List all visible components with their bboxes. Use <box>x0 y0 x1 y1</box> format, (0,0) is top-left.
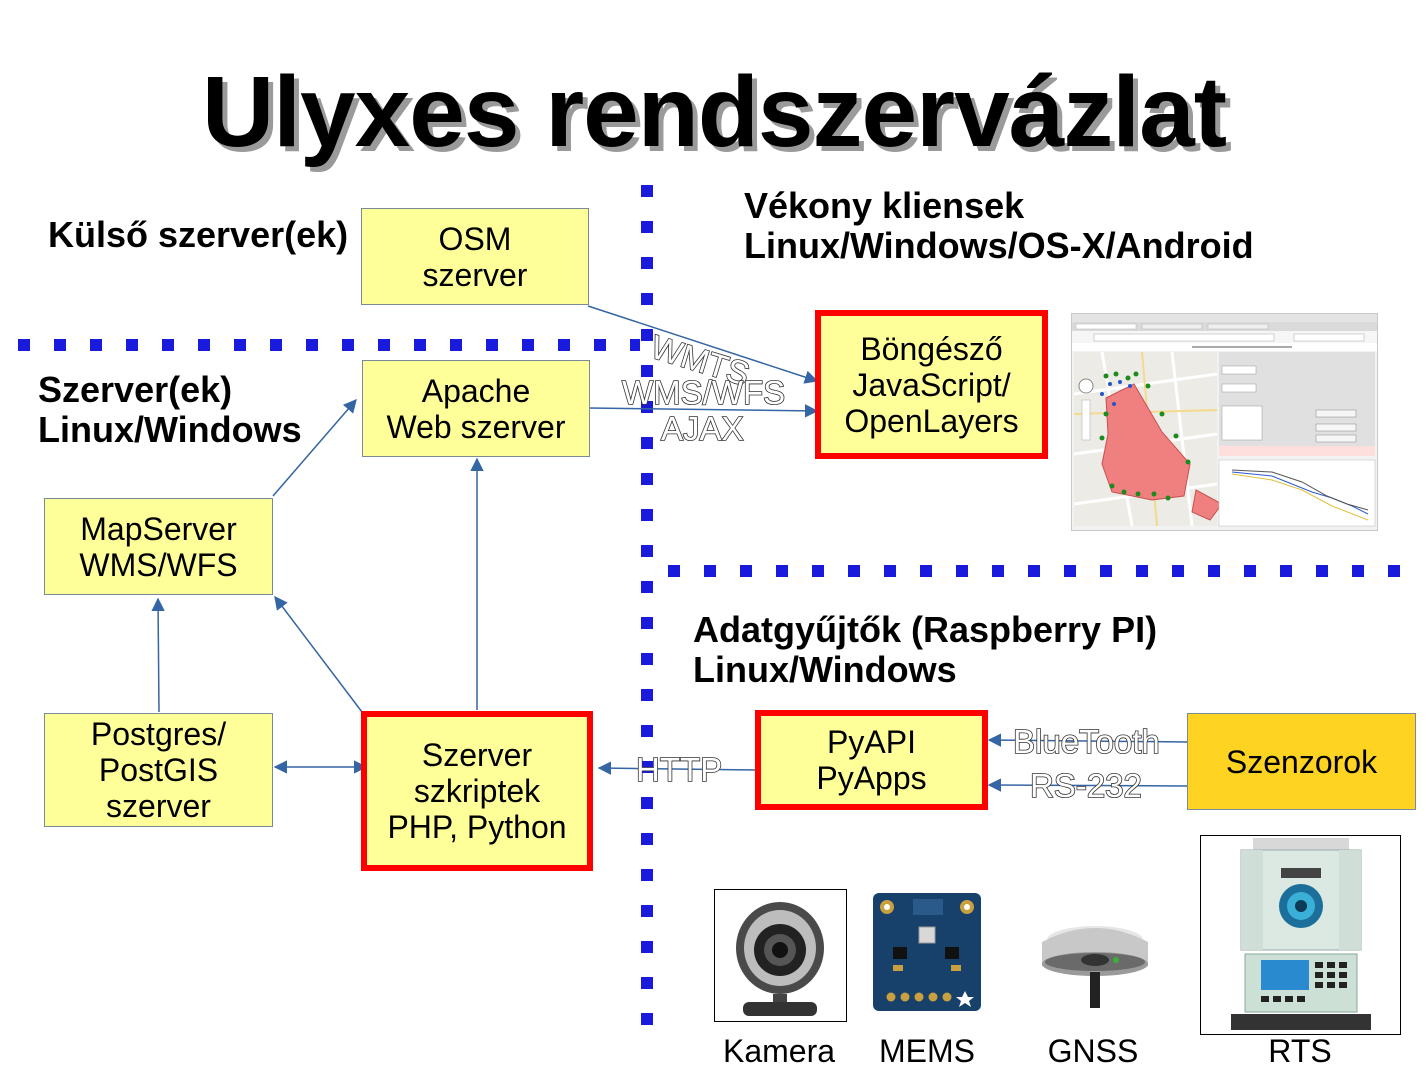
region-external: Külső szerver(ek) <box>48 214 349 255</box>
region-server-line-1: Szerver(ek) <box>38 369 233 410</box>
mems-sensor-image <box>873 893 981 1011</box>
mapserver-box: MapServer WMS/WFS <box>44 498 273 595</box>
arrow-mapserver-to-apache <box>272 398 357 497</box>
browser-screenshot-image <box>1071 313 1378 531</box>
link-label-rs232: RS-232 <box>1029 767 1142 805</box>
gnss-receiver-image <box>1038 920 1152 1010</box>
arrow-sensors-to-pyapi-rs232 <box>987 778 1188 792</box>
postgres-postgis-box: Postgres/ PostGIS szerver <box>44 713 273 827</box>
arrow-sensors-to-pyapi-bluetooth <box>987 733 1188 747</box>
arrow-pyapi-to-scripts <box>597 761 757 775</box>
camera-image <box>714 889 847 1022</box>
link-label-http: HTTP <box>635 751 723 789</box>
link-label-wms-wfs: WMS/WFS <box>621 374 786 412</box>
device-caption-mems: MEMS <box>879 1033 975 1069</box>
link-label-ajax: AJAX <box>660 410 744 448</box>
region-collectors-line-2: Linux/Windows <box>693 649 957 690</box>
osm-server-box: OSM szerver <box>361 208 589 305</box>
device-caption-gnss: GNSS <box>1047 1033 1139 1069</box>
region-collectors-line-1: Adatgyűjtők (Raspberry PI) <box>693 609 1158 650</box>
browser-box: Böngésző JavaScript/ OpenLayers <box>815 310 1048 459</box>
region-thin-clients-line-2: Linux/Windows/OS-X/Android <box>744 225 1254 266</box>
region-server-line-2: Linux/Windows <box>38 409 302 450</box>
pyapi-box: PyAPI PyApps <box>755 710 988 810</box>
arrow-apache-to-browser <box>587 404 819 418</box>
region-server: Szerver(ek) Linux/Windows <box>38 370 302 450</box>
rts-total-station-image <box>1200 835 1401 1035</box>
sensors-box: Szenzorok <box>1187 713 1416 810</box>
arrow-scripts-to-mapserver <box>274 595 363 713</box>
region-thin-clients-line-1: Vékony kliensek <box>744 185 1025 226</box>
arrow-osm-to-browser <box>587 305 819 384</box>
apache-web-server-box: Apache Web szerver <box>362 360 590 457</box>
region-collectors: Adatgyűjtők (Raspberry PI) Linux/Windows <box>693 610 1157 690</box>
device-caption-rts: RTS <box>1268 1033 1332 1069</box>
server-scripts-box: Szerver szkriptek PHP, Python <box>361 711 593 871</box>
region-thin-clients: Vékony kliensek Linux/Windows/OS-X/Andro… <box>744 186 1254 266</box>
device-caption-kamera: Kamera <box>722 1033 836 1069</box>
arrow-postgres-to-mapserver <box>151 597 165 713</box>
link-label-bluetooth: BlueTooth <box>1012 723 1160 761</box>
page-title: Ulyxes rendszervázlat <box>201 56 1227 168</box>
